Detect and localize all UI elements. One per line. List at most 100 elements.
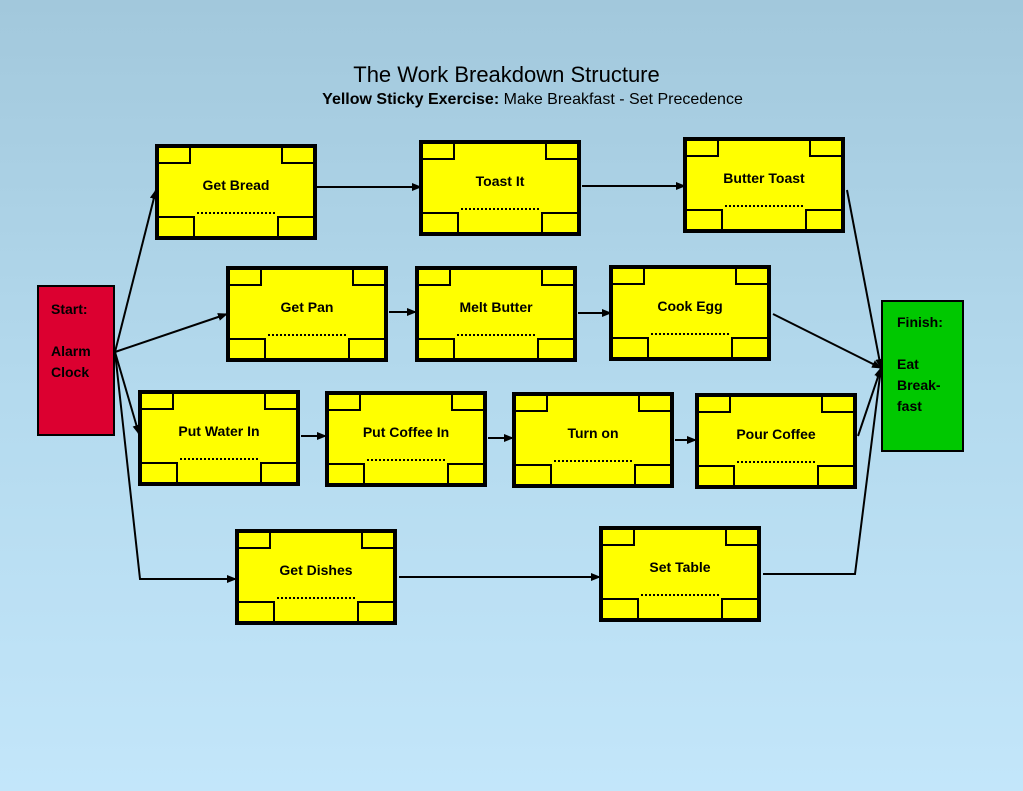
sticky-corner (721, 598, 757, 618)
sticky-dotted-line (180, 458, 258, 460)
finish-spacer (897, 333, 962, 354)
task-turn-on: Turn on (512, 392, 674, 488)
task-get-pan: Get Pan (226, 266, 388, 362)
sticky-corner (357, 601, 393, 621)
sticky-corner (329, 395, 361, 411)
arrow-start-get-bread (114, 189, 158, 353)
subtitle-rest: Make Breakfast - Set Precedence (503, 91, 743, 108)
sticky-corner (634, 464, 670, 484)
sticky-dotted-line (461, 208, 539, 210)
sticky-dotted-line (651, 333, 729, 335)
sticky-corner (423, 144, 455, 160)
sticky-dotted-line (641, 594, 719, 596)
sticky-dotted-line (457, 334, 535, 336)
sticky-corner (264, 394, 296, 410)
sticky-corner (423, 212, 459, 232)
sticky-corner (516, 396, 548, 412)
sticky-corner (230, 270, 262, 286)
task-label: Pour Coffee (736, 426, 816, 442)
sticky-corner (541, 270, 573, 286)
sticky-corner (545, 144, 577, 160)
arrow-start-get-dishes (114, 351, 237, 583)
task-label: Toast It (475, 173, 525, 189)
sticky-dotted-line (725, 205, 803, 207)
sticky-corner (159, 148, 191, 164)
sticky-dotted-line (367, 459, 445, 461)
sticky-corner (159, 216, 195, 236)
sticky-corner (142, 462, 178, 482)
diagram-subtitle: Yellow Sticky Exercise: Make Breakfast -… (0, 91, 1023, 109)
sticky-corner (613, 269, 645, 285)
task-butter-toast: Butter Toast (683, 137, 845, 233)
sticky-corner (260, 462, 296, 482)
sticky-corner (451, 395, 483, 411)
sticky-corner (821, 397, 853, 413)
sticky-corner (603, 598, 639, 618)
task-pour-coffee: Pour Coffee (695, 393, 857, 489)
sticky-corner (361, 533, 393, 549)
finish-line-3: fast (897, 398, 922, 414)
start-line-2: Clock (51, 364, 90, 380)
sticky-corner (817, 465, 853, 485)
sticky-corner (419, 270, 451, 286)
sticky-corner (541, 212, 577, 232)
sticky-corner (239, 533, 271, 549)
arrow-set-table-finish (763, 367, 884, 575)
sticky-dotted-line (197, 212, 275, 214)
task-label: Get Dishes (279, 562, 353, 578)
sticky-corner (352, 270, 384, 286)
arrow-butter-toast-finish (846, 189, 884, 369)
sticky-corner (699, 465, 735, 485)
finish-milestone: Finish: Eat Break- fast (881, 300, 964, 452)
diagram-title: The Work Breakdown Structure (353, 62, 660, 87)
sticky-corner (329, 463, 365, 483)
finish-heading: Finish: (897, 314, 943, 330)
task-label: Butter Toast (723, 170, 805, 186)
arrow-start-get-pan (114, 313, 228, 353)
sticky-corner (281, 148, 313, 164)
sticky-corner (239, 601, 275, 621)
task-put-water-in: Put Water In (138, 390, 300, 486)
start-milestone: Start: Alarm Clock (37, 285, 115, 436)
start-spacer (51, 320, 113, 341)
sticky-corner (687, 141, 719, 157)
sticky-corner (603, 530, 635, 546)
sticky-corner (725, 530, 757, 546)
sticky-corner (731, 337, 767, 357)
sticky-corner (699, 397, 731, 413)
task-label: Put Water In (178, 423, 260, 439)
start-line-1: Alarm (51, 343, 91, 359)
task-label: Cook Egg (657, 298, 723, 314)
sticky-corner (735, 269, 767, 285)
sticky-corner (419, 338, 455, 358)
subtitle-bold: Yellow Sticky Exercise: (322, 91, 500, 108)
task-get-bread: Get Bread (155, 144, 317, 240)
sticky-corner (809, 141, 841, 157)
sticky-corner (230, 338, 266, 358)
task-label: Set Table (649, 559, 711, 575)
task-toast-it: Toast It (419, 140, 581, 236)
sticky-dotted-line (277, 597, 355, 599)
sticky-corner (805, 209, 841, 229)
sticky-corner (613, 337, 649, 357)
finish-line-1: Eat (897, 356, 919, 372)
task-label: Melt Butter (459, 299, 533, 315)
sticky-corner (638, 396, 670, 412)
sticky-corner (447, 463, 483, 483)
arrow-start-put-water-in (114, 351, 141, 435)
sticky-corner (537, 338, 573, 358)
arrow-cook-egg-finish (772, 313, 882, 369)
sticky-dotted-line (737, 461, 815, 463)
task-label: Get Bread (202, 177, 270, 193)
task-cook-egg: Cook Egg (609, 265, 771, 361)
sticky-dotted-line (268, 334, 346, 336)
task-label: Turn on (567, 425, 619, 441)
sticky-corner (516, 464, 552, 484)
sticky-corner (348, 338, 384, 358)
finish-line-2: Break- (897, 377, 941, 393)
task-get-dishes: Get Dishes (235, 529, 397, 625)
sticky-corner (687, 209, 723, 229)
arrow-pour-coffee-finish (857, 367, 882, 437)
task-melt-butter: Melt Butter (415, 266, 577, 362)
